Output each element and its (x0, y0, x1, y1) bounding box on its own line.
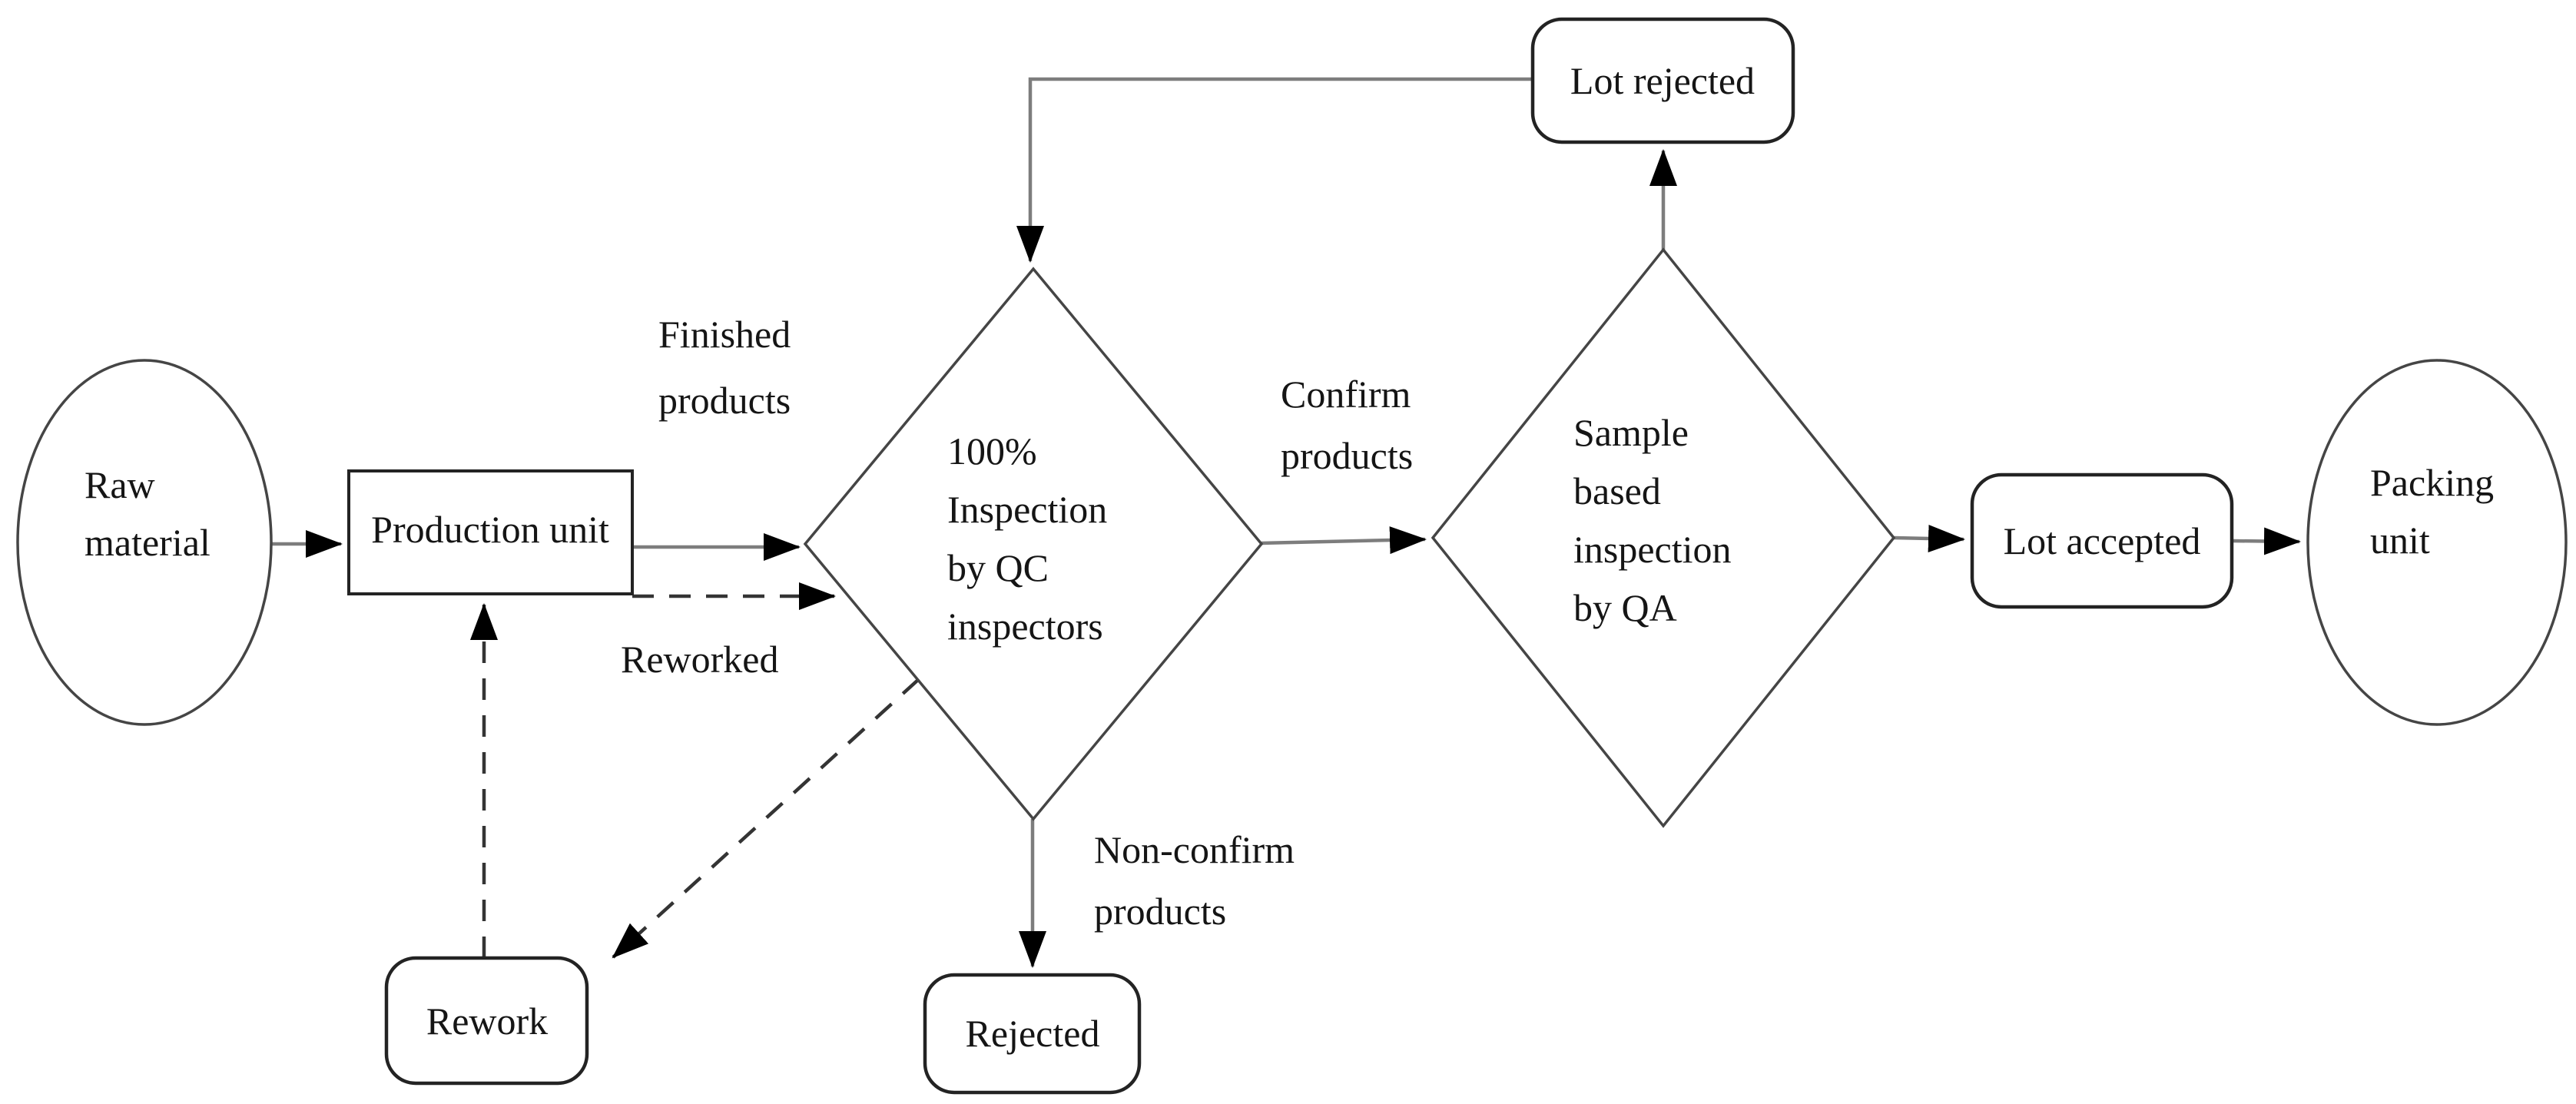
node-raw-material-label-line1: Raw (85, 463, 155, 506)
node-qc-inspection-label-line2: Inspection (947, 488, 1107, 531)
edge-qc-inspection-to-rework-dashed (612, 678, 920, 959)
node-packing-unit-label-line1: Packing (2370, 461, 2494, 504)
node-qa-inspection-label-line4: by QA (1573, 586, 1677, 629)
node-rejected-shape (923, 973, 1142, 1095)
node-qc-inspection-label-line4: inspectors (947, 605, 1103, 648)
node-lot-accepted-label: Lot accepted (2004, 519, 2201, 562)
edge-lot-rejected-to-qc-inspection (1016, 77, 1533, 263)
node-qc-inspection-label-line1: 100% (947, 429, 1037, 472)
node-raw-material-shape (16, 359, 273, 726)
node-lot-accepted-shape (1970, 472, 2234, 609)
node-packing-unit-label-line2: unit (2370, 519, 2430, 562)
edge-label-non-confirm-products-line1: Non-confirm (1094, 828, 1295, 871)
node-lot-rejected-label: Lot rejected (1570, 59, 1755, 102)
node-lot-rejected-shape (1530, 17, 1795, 144)
node-qa-inspection-label-line1: Sample (1573, 411, 1689, 454)
edge-qa-inspection-to-lot-accepted (1893, 524, 1965, 552)
edge-label-reworked: Reworked (621, 638, 779, 681)
node-qc-inspection-shape (803, 267, 1264, 821)
edge-qc-inspection-to-qa-inspection (1261, 526, 1427, 555)
node-rework-shape (384, 956, 589, 1086)
node-qa-inspection-label-line3: inspection (1573, 528, 1732, 571)
edge-lot-accepted-to-packing-unit (2231, 527, 2301, 555)
edge-label-finished-products-line1: Finished (658, 313, 791, 356)
node-rejected-label: Rejected (966, 1012, 1100, 1055)
node-packing-unit-shape (2306, 359, 2568, 726)
edge-label-non-confirm-products-line2: products (1094, 890, 1226, 933)
edge-label-finished-products-line2: products (658, 379, 791, 422)
node-qc-inspection-label-line3: by QC (947, 546, 1049, 589)
edge-label-confirm-products-line1: Confirm (1281, 373, 1411, 416)
edge-label-confirm-products-line2: products (1281, 434, 1413, 477)
node-production-unit-shape (347, 469, 634, 595)
node-production-unit-label: Production unit (371, 508, 609, 551)
node-rework-label: Rework (426, 1000, 548, 1043)
node-qa-inspection-label-line2: based (1573, 469, 1661, 512)
node-qa-inspection-shape (1431, 247, 1896, 828)
node-raw-material-label-line2: material (85, 521, 211, 564)
